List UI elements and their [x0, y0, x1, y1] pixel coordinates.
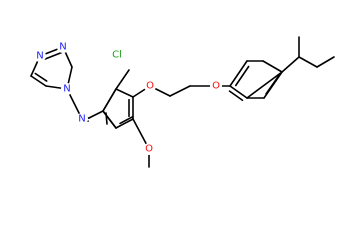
bond-layer	[30, 36, 335, 168]
double-bond-inner-5	[234, 65, 250, 87]
single-bond-19	[298, 56, 318, 68]
atom-label-n_imine: N	[78, 114, 85, 125]
double-bond-inner-0	[43, 51, 63, 61]
single-bond-20	[316, 56, 335, 68]
atom-n_ring2: N	[57, 41, 69, 53]
atom-label-o_aryl1: O	[146, 81, 154, 92]
atom-n_imine: N	[76, 113, 88, 125]
single-bond-18	[281, 56, 300, 73]
single-bond-8	[115, 88, 134, 98]
atom-label-o_methoxy: O	[145, 144, 153, 155]
atom-label-n_ring2: N	[59, 42, 66, 53]
aromatic-edge-a	[102, 110, 117, 129]
single-bond-16	[262, 60, 283, 73]
atom-label-o_aryl2: O	[212, 81, 220, 92]
atom-label-n_ring1: N	[36, 51, 43, 62]
atom-o_aryl2: O	[210, 80, 222, 92]
double-bond-main-1	[30, 75, 47, 87]
atom-o_methoxy: O	[143, 143, 155, 155]
double-bond-main-7	[102, 88, 117, 112]
atom-n_ring1: N	[34, 50, 46, 62]
single-bond-6	[88, 110, 104, 119]
atom-o_aryl1: O	[144, 80, 156, 92]
molecule-structure-diagram: N N N N Cl O O O	[30, 36, 335, 168]
double-bond-main-6	[229, 85, 248, 99]
phenyl-inner-b	[265, 73, 281, 95]
single-bond-7	[115, 69, 130, 90]
atom-n_ring4: N	[61, 83, 73, 95]
double-bond-main-5	[229, 60, 248, 87]
double-bond-inner-1	[34, 72, 48, 82]
atom-label-layer: N N N N Cl O O O	[34, 41, 222, 155]
double-bond-inner-4	[119, 115, 134, 125]
single-bond-12	[169, 85, 191, 97]
atom-label-n_ring4: N	[63, 84, 70, 95]
double-bond-inner-6	[228, 90, 244, 102]
atom-label-cl: Cl	[112, 50, 122, 61]
single-bond-17	[246, 71, 283, 99]
double-bond-main-4	[115, 118, 134, 129]
atom-cl: Cl	[109, 47, 125, 63]
